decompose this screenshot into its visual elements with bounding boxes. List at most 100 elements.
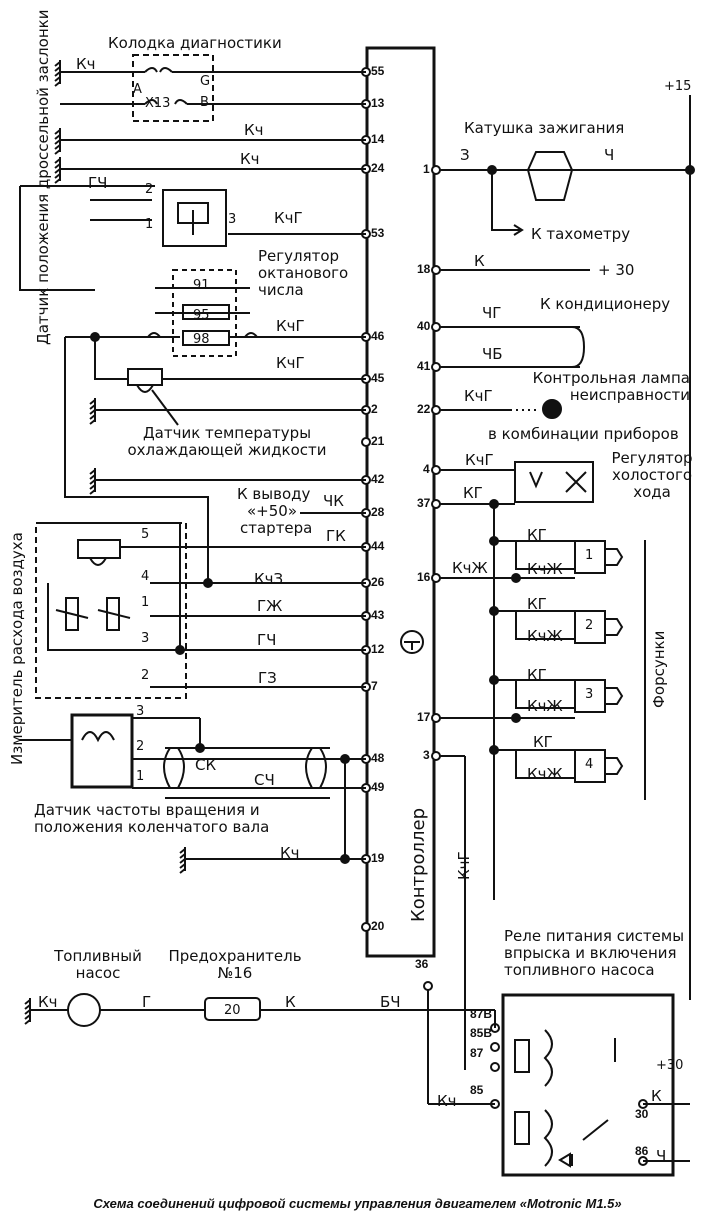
ground-icon [54, 66, 61, 72]
ground-icon [24, 1014, 31, 1020]
diag-block-box [132, 54, 214, 122]
diode-icon [558, 1152, 573, 1168]
air-pin-5: 5 [141, 527, 150, 542]
ground-icon [24, 1019, 31, 1025]
octane-95: 95 [193, 308, 210, 323]
wire-kchg-3: КчГ [276, 354, 305, 372]
controller-pin-46: 46 [371, 329, 385, 343]
ground-icon [179, 853, 186, 859]
ground-icon [54, 81, 61, 87]
fault-lamp-label: Контрольная лампа неисправности [532, 369, 690, 404]
ground-icon [54, 168, 61, 174]
relay-pin-terminal [490, 1042, 500, 1052]
plus30-label: + 30 [598, 261, 635, 279]
relay-pin-87: 87 [470, 1046, 484, 1060]
controller-pin-4: 4 [423, 462, 430, 476]
ground-icon [179, 858, 186, 864]
wire-gch-1: ГЧ [88, 174, 108, 192]
wire-kchz: КчЗ [254, 570, 284, 588]
junction-dot [489, 606, 499, 616]
wire-kchzh [515, 611, 575, 640]
bracket-icon [571, 326, 586, 368]
ground-icon [54, 134, 61, 140]
wire-kchg-5: КчГ [465, 451, 494, 469]
wire-gzh: ГЖ [257, 597, 283, 615]
wire-ch-2: Ч [656, 1147, 667, 1165]
ground-icon [89, 489, 96, 495]
air-flow-meter-box [35, 522, 187, 699]
injector-1-body [574, 540, 606, 574]
injector-2-body [574, 610, 606, 644]
air-pin-2: 2 [141, 668, 150, 683]
controller-pin-26: 26 [371, 575, 385, 589]
injector-1-number: 1 [585, 548, 594, 563]
wire-kch-1: Кч [76, 55, 96, 73]
controller-pin-terminal [431, 362, 441, 372]
wire-kch-2: Кч [244, 121, 264, 139]
wire-chg: ЧГ [482, 304, 502, 322]
ground-icon [54, 144, 61, 150]
ground-icon [54, 139, 61, 145]
wire-k-1: К [474, 252, 485, 270]
controller-pin-terminal [431, 322, 441, 332]
controller-pin-terminal [431, 465, 441, 475]
injector-2-number: 2 [585, 618, 594, 633]
wire-kchzh-3: КчЖ [527, 627, 563, 645]
coolant-sensor-body [127, 368, 163, 386]
controller-symbol-icon [400, 630, 424, 654]
wire-kg-5: КГ [533, 733, 553, 751]
throttle-pin-2: 2 [145, 182, 154, 197]
wire-z: З [460, 146, 470, 164]
octane-98: 98 [193, 332, 210, 347]
ground-icon [89, 409, 96, 415]
crank-coil-icon [81, 731, 115, 743]
junction-dot [203, 578, 213, 588]
throttle-sensor-box [162, 189, 227, 247]
controller-pin-42: 42 [371, 472, 385, 486]
controller-pin-55: 55 [371, 64, 385, 78]
dashboard-label: в комбинации приборов [488, 425, 679, 443]
wire-ch-1: Ч [604, 146, 615, 164]
relay-coil-1 [514, 1039, 530, 1073]
idle-valve-icon [529, 471, 587, 493]
wire [64, 337, 209, 583]
injector-4-body [574, 749, 606, 783]
wire-k-2: К [285, 993, 296, 1011]
wire-sch: СЧ [254, 771, 275, 789]
plus15-label: +15 [664, 79, 692, 94]
fuel-pump-label: Топливный насос [54, 947, 142, 982]
ground-icon [54, 61, 61, 67]
relay-plus30-label: +30 [656, 1058, 684, 1073]
junction-dot [489, 675, 499, 685]
controller-pin-terminal [361, 437, 371, 447]
ground-icon [89, 479, 96, 485]
controller-pin-12: 12 [371, 642, 385, 656]
ground-icon [89, 399, 96, 405]
wire-kch-3: Кч [240, 150, 260, 168]
air-sensor-body [77, 539, 121, 559]
wire-kchzh-1: КчЖ [452, 559, 488, 577]
ground-icon [24, 1004, 31, 1010]
octane-91: 91 [193, 278, 210, 293]
air-sensor-icon [89, 557, 107, 566]
controller-pin-terminal [423, 981, 433, 991]
wire-gch-2: ГЧ [257, 631, 277, 649]
leader-line [151, 389, 179, 426]
idle-regulator-label: Регулятор холостого хода [611, 449, 693, 501]
crank-sensor-label: Датчик частоты вращения и положения коле… [34, 801, 270, 836]
wire-kg-1: КГ [463, 484, 483, 502]
wire [94, 337, 128, 380]
diag-g-label: G [200, 74, 211, 89]
junction-dot [489, 536, 499, 546]
controller-pin-48: 48 [371, 751, 385, 765]
ground-icon [179, 863, 186, 869]
controller-pin-terminal [361, 922, 371, 932]
fuse-value: 20 [224, 1003, 241, 1018]
air-flow-meter-label: Измеритель расхода воздуха [8, 532, 26, 765]
controller-pin-18: 18 [417, 262, 431, 276]
injector-nozzle-icon [605, 757, 624, 775]
arrow-icon [513, 224, 524, 236]
wire-sk: СК [195, 756, 217, 774]
wire [491, 170, 520, 231]
